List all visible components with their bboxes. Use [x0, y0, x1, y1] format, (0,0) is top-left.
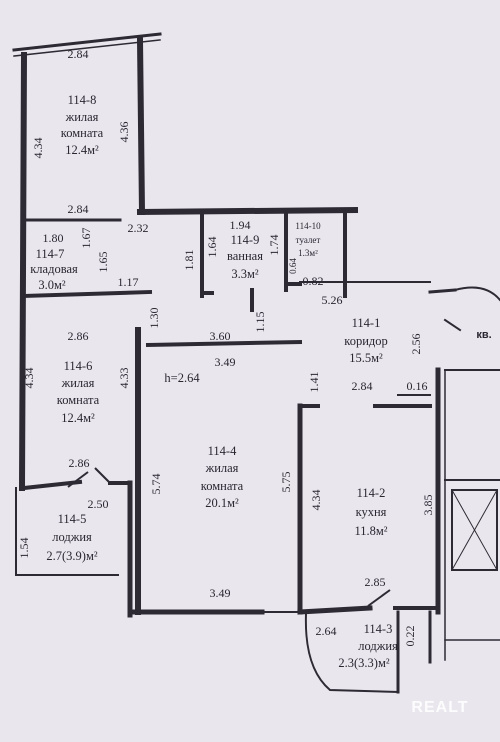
room-area: 11.8м²: [354, 524, 387, 538]
dim-label: 3.85: [421, 495, 435, 516]
room-id: 114-1: [352, 316, 381, 330]
room-id: 114-7: [36, 247, 65, 261]
room-name: кладовая: [30, 262, 78, 276]
dim-label: 1.65: [96, 252, 110, 273]
entrance-label: кв.: [476, 329, 491, 341]
ceiling-height: h=2.64: [164, 371, 200, 385]
room-area: 12.4м²: [65, 143, 99, 157]
dim-label: 2.84: [352, 379, 373, 393]
dim-label: 3.49: [210, 586, 231, 600]
dim-label: 3.49: [215, 355, 236, 369]
dim-label: 1.80: [43, 231, 64, 245]
dim-label: 1.17: [118, 275, 139, 289]
room-area: 3.3м²: [231, 267, 259, 281]
room-area: 1.3м²: [298, 248, 318, 258]
room-id: 114-8: [68, 93, 97, 107]
room-labels: 114-8 жилая комната 12.4м² 114-7 кладова…: [30, 93, 491, 670]
dim-label: 4.34: [31, 138, 45, 159]
dim-label: 1.15: [253, 312, 267, 333]
dim-label: 4.34: [22, 368, 36, 389]
dim-label: 0.82: [303, 274, 324, 288]
room-name: туалет: [296, 235, 321, 245]
room-id: 114-5: [58, 512, 87, 526]
room-id: 114-3: [364, 622, 393, 636]
dim-label: 1.41: [307, 372, 321, 393]
room-name: жилая: [205, 461, 239, 475]
room-name: коридор: [344, 334, 388, 348]
room-area: 12.4м²: [61, 411, 95, 425]
dim-label: 2.84: [68, 202, 89, 216]
dim-label: 1.64: [205, 237, 219, 258]
dim-label: 3.60: [210, 329, 231, 343]
room-id: 114-10: [295, 221, 321, 231]
dim-label: 2.50: [88, 497, 109, 511]
room-id: 114-2: [357, 486, 386, 500]
dim-label: 1.74: [267, 235, 281, 256]
dim-label: 2.86: [69, 456, 90, 470]
walls: [12, 32, 500, 694]
dim-label: 5.26: [322, 293, 343, 307]
room-name: лоджия: [358, 639, 398, 653]
dim-label: 1.81: [182, 250, 196, 271]
room-name: кухня: [356, 505, 387, 519]
dim-label: 2.32: [128, 221, 149, 235]
dim-label: 1.67: [79, 228, 93, 249]
dim-label: 1.94: [230, 218, 251, 232]
room-name: комната: [201, 479, 244, 493]
room-name: комната: [57, 393, 100, 407]
dim-label: 0.64: [288, 258, 298, 274]
room-name: комната: [61, 126, 104, 140]
room-id: 114-4: [208, 444, 237, 458]
dim-label: 2.56: [409, 334, 423, 355]
room-name: лоджия: [52, 530, 92, 544]
room-name: ванная: [227, 249, 263, 263]
room-area: 2.3(3.3)м²: [338, 656, 389, 670]
room-area: 2.7(3.9)м²: [46, 549, 97, 563]
dimension-labels: 2.84 4.34 4.36 2.84 1.80 1.67 1.65 2.32 …: [17, 47, 435, 647]
room-id: 114-9: [231, 233, 260, 247]
room-id: 114-6: [64, 359, 93, 373]
dim-label: 4.34: [309, 490, 323, 511]
dim-label: 2.86: [68, 329, 89, 343]
watermark: REALT: [411, 699, 468, 716]
room-area: 15.5м²: [349, 351, 383, 365]
room-name: жилая: [65, 110, 99, 124]
room-area: 20.1м²: [205, 496, 239, 510]
dim-label: 4.36: [117, 122, 131, 143]
dim-label: 1.30: [147, 308, 161, 329]
dim-label: 1.54: [17, 538, 31, 559]
dim-label: 0.22: [403, 626, 417, 647]
dim-label: 2.64: [316, 624, 337, 638]
dim-label: 5.74: [149, 474, 163, 495]
door-swings: [67, 467, 391, 607]
dim-label: 0.16: [407, 379, 428, 393]
dim-label: 2.85: [365, 575, 386, 589]
dim-label: 2.84: [68, 47, 89, 61]
dim-label: 5.75: [279, 472, 293, 493]
room-area: 3.0м²: [38, 278, 66, 292]
dim-label: 4.33: [117, 368, 131, 389]
room-name: жилая: [61, 376, 95, 390]
